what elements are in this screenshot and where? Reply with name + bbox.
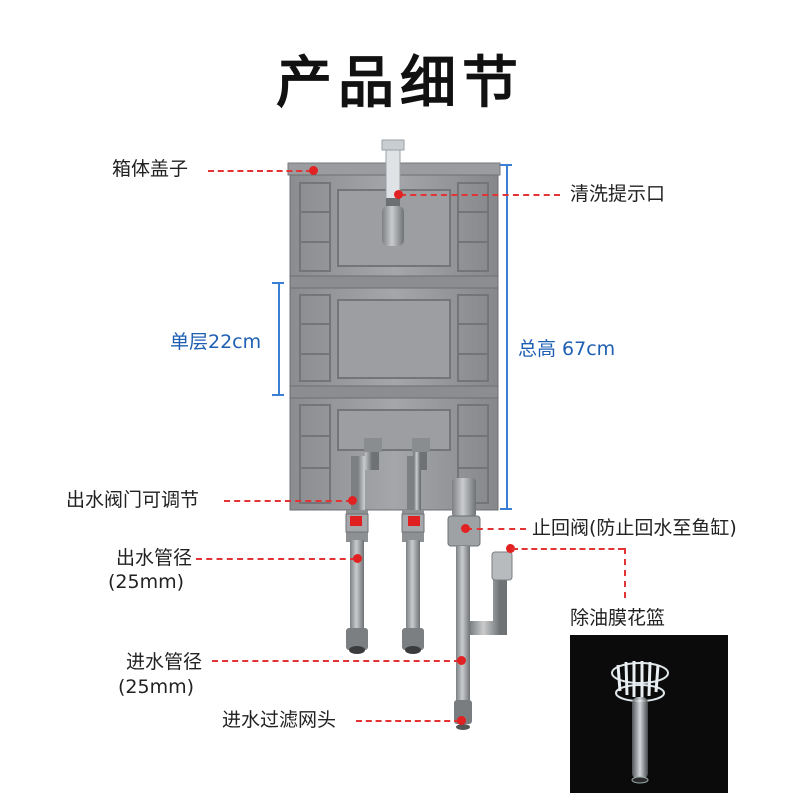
marker-outlet-pipe [353,554,362,563]
page-title: 产品细节 [276,51,524,116]
oil-skimmer-photo [570,635,728,793]
label-inlet-filter: 进水过滤网头 [222,709,337,731]
leader-clean-port [400,194,560,196]
outlet-valve-left [345,513,369,533]
marker-clean-port [394,190,403,199]
inlet-pipe [447,478,513,730]
label-outlet-pipe-size: (25mm) [108,571,185,593]
skimmer-basket-icon [570,635,728,793]
layer-height-tick-bottom [272,394,284,396]
leader-outlet-pipe [196,558,356,560]
layer-height-tick-top [272,282,284,284]
leader-lid [208,170,312,172]
label-lid: 箱体盖子 [112,158,189,180]
leader-inlet-filter [356,720,460,722]
label-clean-port: 清洗提示口 [570,183,666,205]
label-total-height: 总高 67cm [518,338,616,360]
outlet-valve-right [401,513,425,533]
label-check-valve: 止回阀(防止回水至鱼缸) [532,517,737,539]
leader-oil-skimmer-horizontal [512,548,624,550]
label-inlet-pipe: 进水管径 [126,651,203,673]
label-outlet-pipe: 出水管径 [116,547,193,569]
total-height-dimension-line [506,164,508,508]
marker-oil-skimmer [506,544,515,553]
marker-inlet-filter [457,716,466,725]
layer-height-dimension-line [278,282,280,394]
outlet-pipe-right [402,438,430,654]
label-outlet-valve: 出水阀门可调节 [66,489,200,511]
label-oil-skimmer: 除油膜花篮 [570,607,666,629]
marker-outlet-valve [348,496,357,505]
leader-oil-skimmer-vertical [624,548,626,598]
label-layer-height: 单层22cm [170,331,262,353]
leader-inlet-pipe [212,660,460,662]
total-height-tick-top [500,164,512,166]
label-inlet-pipe-size: (25mm) [118,676,195,698]
marker-lid [309,166,318,175]
clean-indicator-tube [381,139,405,246]
leader-outlet-valve [224,500,352,502]
marker-check-valve [461,524,470,533]
leader-check-valve [466,528,526,530]
total-height-tick-bottom [500,508,512,510]
marker-inlet-pipe [457,656,466,665]
